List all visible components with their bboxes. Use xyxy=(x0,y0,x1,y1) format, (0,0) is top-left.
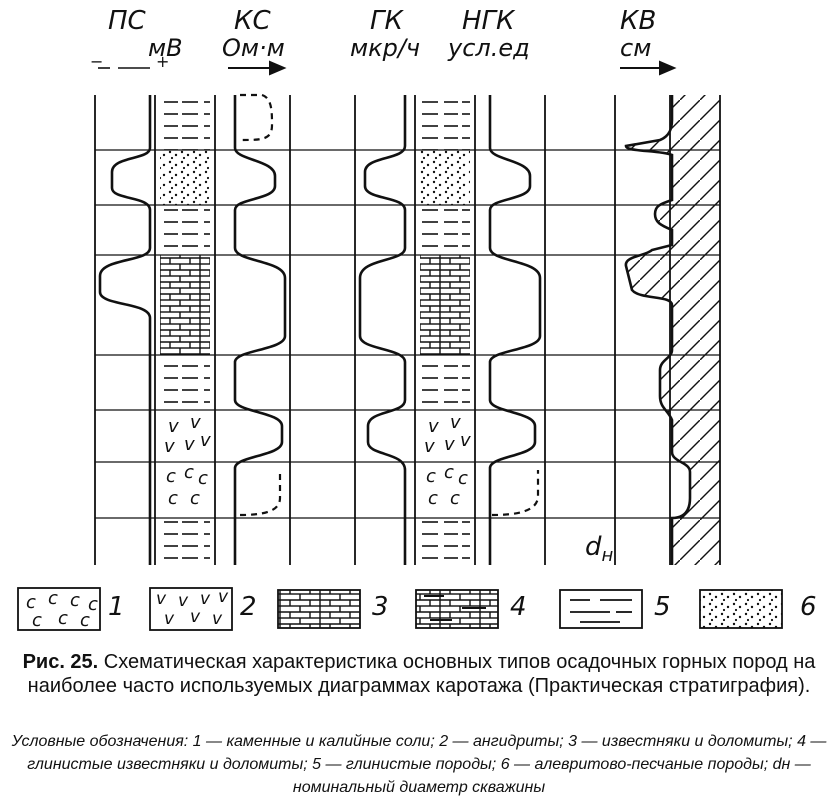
svg-text:c: c xyxy=(184,462,194,483)
svg-text:v: v xyxy=(184,434,195,455)
legend-notes: Условные обозначения: 1 — каменные и кал… xyxy=(11,733,827,796)
figure-caption: Рис. 25. Схематическая характеристика ос… xyxy=(6,650,832,698)
legend-box-sandstone xyxy=(699,589,783,629)
svg-text:c: c xyxy=(198,468,208,489)
header-kv: КВ xyxy=(620,6,657,36)
gk-curve xyxy=(358,95,407,565)
legend-box-clayey-limestone xyxy=(415,589,499,629)
svg-text:v: v xyxy=(156,589,167,609)
kv-scale-arrow xyxy=(620,60,677,76)
svg-text:c: c xyxy=(428,488,438,509)
svg-text:c: c xyxy=(190,488,200,509)
svg-text:c: c xyxy=(32,610,42,631)
ps-curve xyxy=(98,95,152,565)
svg-text:v: v xyxy=(424,436,435,457)
svg-text:v: v xyxy=(168,416,179,437)
svg-text:v: v xyxy=(450,412,461,433)
ngk-curve-dashed-bottom xyxy=(491,470,540,517)
dn-label: dн xyxy=(585,532,614,566)
svg-text:v: v xyxy=(164,609,175,629)
svg-text:c: c xyxy=(450,488,460,509)
header-ps: ПС xyxy=(108,6,146,36)
svg-text:c: c xyxy=(26,592,36,613)
svg-text:v: v xyxy=(460,430,471,451)
ks-curve xyxy=(233,95,287,565)
svg-text:c: c xyxy=(88,594,98,615)
svg-text:c: c xyxy=(458,468,468,489)
svg-text:c: c xyxy=(168,488,178,509)
unit-ks: Ом·м xyxy=(222,34,285,62)
svg-text:c: c xyxy=(70,590,80,611)
header-ngk: НГК xyxy=(462,6,515,36)
legend-num-2: 2 xyxy=(240,592,257,622)
kv-caliper-curve xyxy=(624,95,692,565)
svg-text:v: v xyxy=(444,434,455,455)
svg-text:c: c xyxy=(80,610,90,631)
legend-box-clay xyxy=(559,589,643,629)
svg-text:v: v xyxy=(200,430,211,451)
ks-scale-arrow xyxy=(228,60,287,76)
svg-text:v: v xyxy=(218,587,229,607)
svg-text:v: v xyxy=(164,436,175,457)
unit-kv: см xyxy=(620,34,652,62)
svg-text:v: v xyxy=(190,607,201,627)
legend-box-limestone xyxy=(277,589,361,629)
header-ks: КС xyxy=(234,6,271,36)
svg-text:v: v xyxy=(178,591,189,611)
legend-num-4: 4 xyxy=(510,592,527,622)
svg-text:v: v xyxy=(200,589,211,609)
unit-ngk: усл.ед xyxy=(448,34,530,62)
unit-gk: мкр/ч xyxy=(350,34,421,62)
legend-num-6: 6 xyxy=(800,592,817,622)
header-gk: ГК xyxy=(370,6,403,36)
legend-num-5: 5 xyxy=(654,592,671,622)
svg-text:c: c xyxy=(426,466,436,487)
svg-text:v: v xyxy=(212,609,223,629)
ks-curve-dashed-top xyxy=(239,93,274,142)
svg-text:c: c xyxy=(444,462,454,483)
figure-label: Рис. 25. xyxy=(22,651,99,673)
svg-text:c: c xyxy=(58,608,68,629)
svg-text:v: v xyxy=(190,412,201,433)
ngk-curve xyxy=(488,95,542,565)
legend-num-3: 3 xyxy=(372,592,389,622)
svg-text:c: c xyxy=(166,466,176,487)
ps-scale-plus: + xyxy=(156,52,170,71)
unit-ps: мВ xyxy=(148,34,183,62)
svg-text:v: v xyxy=(428,416,439,437)
svg-text:c: c xyxy=(48,588,58,609)
figure-caption-text: Схематическая характеристика основных ти… xyxy=(27,651,816,697)
ks-curve-dashed-bottom xyxy=(239,470,282,517)
ps-scale-minus: − xyxy=(90,52,104,71)
legend-num-1: 1 xyxy=(108,592,125,622)
